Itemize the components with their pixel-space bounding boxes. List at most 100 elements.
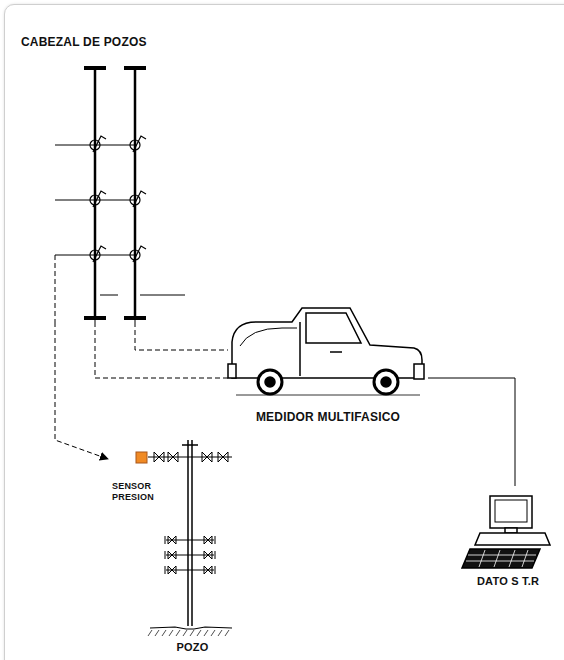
connector-line xyxy=(55,322,108,459)
wellhead-valves-part xyxy=(166,540,214,541)
valves-part xyxy=(93,136,106,152)
valves-part xyxy=(93,191,106,207)
manifold-part xyxy=(55,200,135,201)
wellhead-valves-part xyxy=(168,551,176,559)
sensor-square xyxy=(136,452,147,463)
ground-hatch xyxy=(148,630,229,636)
dashed-stubs-part xyxy=(135,318,136,322)
keyboard-keys-part xyxy=(522,550,528,567)
manifold-part xyxy=(94,68,97,318)
wellhead-valves-part xyxy=(218,452,228,462)
well: POZO xyxy=(150,436,235,656)
wellhead-valves-part xyxy=(204,551,212,559)
well-tree-part xyxy=(187,440,189,626)
keyboard-keys-part xyxy=(494,550,500,567)
ground-hatch-part xyxy=(169,630,173,636)
computer-part xyxy=(475,533,550,545)
ground-hatch-part xyxy=(218,630,222,636)
ground-hatch-part xyxy=(155,630,159,636)
keyboard-keys-part xyxy=(479,550,485,567)
ground-hatch-part xyxy=(176,630,180,636)
wellhead-valves-part xyxy=(165,551,166,559)
valves-part xyxy=(93,246,106,262)
connector-line xyxy=(428,378,515,486)
truck-part xyxy=(299,322,301,376)
wellhead-valves-part xyxy=(165,536,166,544)
ground-hatch-part xyxy=(225,630,229,636)
ground-hatch-part xyxy=(211,630,215,636)
well-tree-part xyxy=(150,627,232,629)
connector-line xyxy=(135,322,228,350)
wellhead-valves-part xyxy=(215,551,216,559)
truck xyxy=(228,308,424,395)
pressure-sensor: SENSOR PRESION xyxy=(108,446,176,504)
keyboard-keys-part xyxy=(509,550,515,567)
multiphase-meter: MEDIDOR MULTIFASICO xyxy=(228,292,428,428)
wellhead-valves-part xyxy=(165,566,166,574)
truck-part xyxy=(374,370,398,394)
computer xyxy=(462,496,550,568)
truck-part xyxy=(265,377,275,387)
dashed-stubs-part xyxy=(55,255,56,322)
node-label: MEDIDOR MULTIFASICO xyxy=(254,411,402,425)
ground-hatch-part xyxy=(197,630,201,636)
ground-hatch-part xyxy=(204,630,208,636)
computer-part xyxy=(490,496,532,528)
ground-hatch-part xyxy=(190,630,194,636)
wellhead-valves-part xyxy=(168,566,176,574)
manifold-part xyxy=(84,66,106,70)
node-label: POZO xyxy=(175,641,211,654)
node-label: CABEZAL DE POZOS xyxy=(19,36,149,50)
keyboard-keys xyxy=(466,550,536,567)
manifold-part xyxy=(134,68,137,318)
wellhead-valves-part xyxy=(154,452,164,462)
truck-part xyxy=(381,377,391,387)
valves xyxy=(90,136,146,262)
truck-part xyxy=(306,313,361,343)
wellhead-valves-part xyxy=(204,536,212,544)
ground-hatch-part xyxy=(148,630,152,636)
manifold-group: CABEZAL DE POZOS xyxy=(15,30,190,322)
well-tree-part xyxy=(182,444,198,446)
well-tree-part xyxy=(191,440,193,626)
connector-line xyxy=(95,322,228,378)
truck-part xyxy=(236,395,420,396)
wellhead-valves-part xyxy=(166,555,214,556)
truck-part xyxy=(240,328,297,346)
dashed-stubs-part xyxy=(95,318,96,322)
valves-part xyxy=(133,246,146,262)
manifold-part xyxy=(100,295,118,296)
manifold-part xyxy=(55,255,135,256)
valves-part xyxy=(133,191,146,207)
truck-part xyxy=(232,308,422,378)
ground-hatch-part xyxy=(183,630,187,636)
ground-hatch-part xyxy=(162,630,166,636)
truck-part xyxy=(330,351,342,353)
wellhead-valves xyxy=(154,452,228,574)
computer-part xyxy=(495,500,527,522)
node-label: SENSOR PRESION xyxy=(110,481,170,502)
wellhead-valves-part xyxy=(215,566,216,574)
manifold-part xyxy=(124,66,146,70)
truck-part xyxy=(258,370,282,394)
valves-part xyxy=(133,136,146,152)
truck-part xyxy=(228,364,236,378)
wellhead-valves-part xyxy=(168,536,176,544)
sensor-square-part xyxy=(136,452,147,463)
wellhead-valves-part xyxy=(204,566,212,574)
wellhead-valves-part xyxy=(215,536,216,544)
wellhead-valves-part xyxy=(202,452,212,462)
manifold xyxy=(55,68,185,322)
dashed-stubs xyxy=(55,255,135,322)
computer-part xyxy=(462,549,540,568)
manifold-part xyxy=(140,295,185,296)
node-label: DATO S T.R xyxy=(475,575,541,588)
manifold-part xyxy=(55,145,135,146)
truck-part xyxy=(414,364,424,379)
wellhead-valves-part xyxy=(166,570,214,571)
well-tree-part xyxy=(148,456,232,457)
data-station: DATO S T.R xyxy=(458,486,558,592)
